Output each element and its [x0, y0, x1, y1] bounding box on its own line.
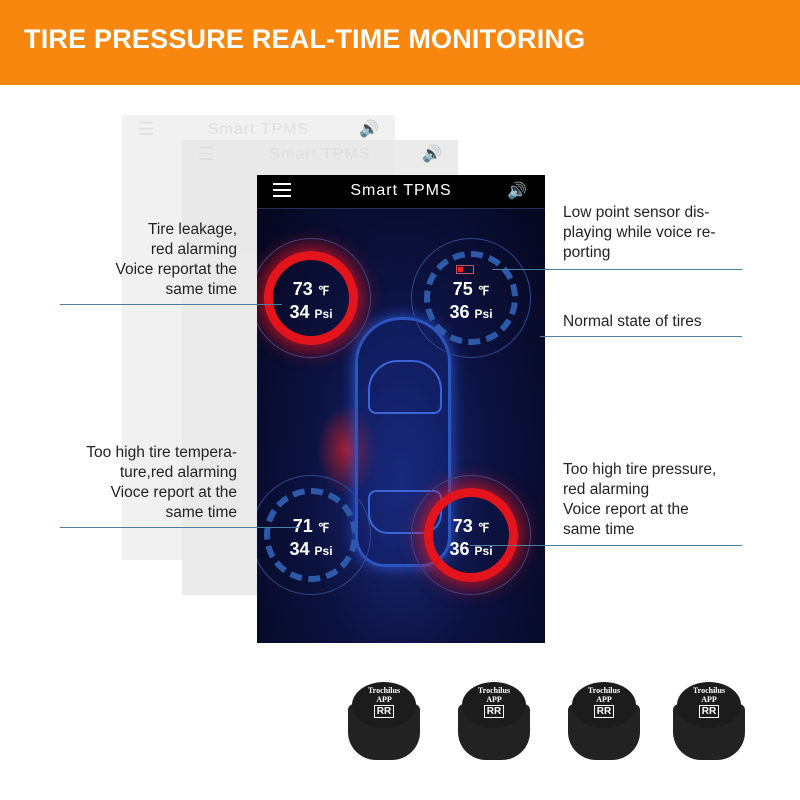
low-battery-icon — [456, 265, 474, 274]
leader-line — [60, 304, 282, 305]
leader-line — [492, 269, 742, 270]
banner-title: TIRE PRESSURE REAL-TIME MONITORING — [24, 24, 586, 54]
banner: TIRE PRESSURE REAL-TIME MONITORING — [0, 0, 800, 85]
app-title: Smart TPMS — [350, 182, 452, 199]
leader-line — [60, 527, 300, 528]
annotation-low-sensor: Low point sensor dis-playing while voice… — [563, 204, 716, 261]
hamburger-icon[interactable] — [273, 183, 291, 197]
leader-line — [470, 545, 742, 546]
annotation-normal: Normal state of tires — [563, 313, 702, 330]
leader-line — [540, 336, 742, 337]
app-header: Smart TPMS 🔊 — [257, 175, 545, 209]
speaker-icon[interactable]: 🔊 — [507, 183, 527, 200]
